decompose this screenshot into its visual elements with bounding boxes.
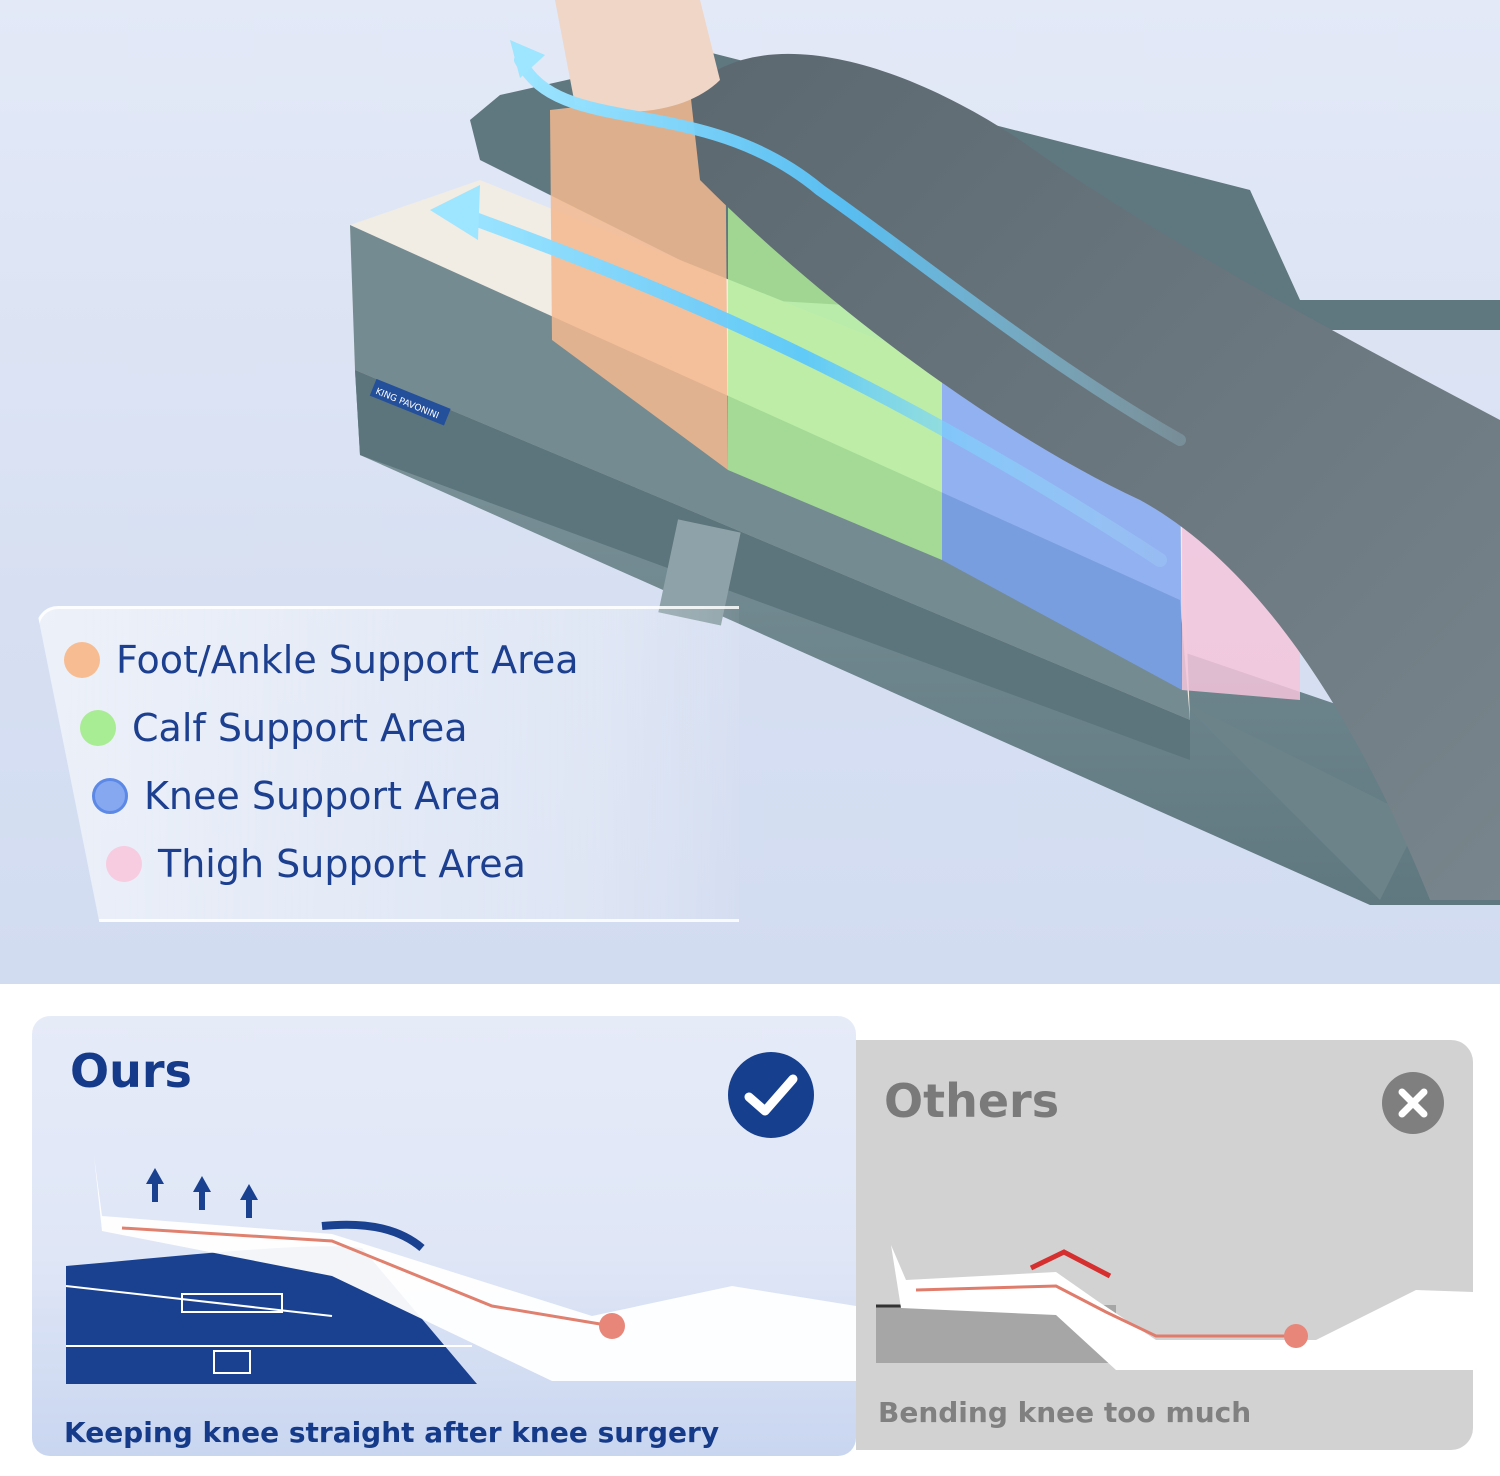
others-title: Others (884, 1074, 1060, 1128)
legend-label: Calf Support Area (132, 706, 468, 750)
ours-caption: Keeping knee straight after knee surgery (64, 1416, 720, 1449)
arrow-head-icon-upper (510, 40, 545, 78)
velcro-strap (658, 519, 741, 626)
ours-card: Ours Keeping knee straight after knee su… (32, 1016, 856, 1456)
foot (555, 0, 720, 112)
legend-label: Knee Support Area (144, 774, 502, 818)
product-hero: KING PAVONINI Foot/Ankle Support Area Ca… (0, 0, 1500, 984)
pillow-illustration: KING PAVONINI (350, 0, 1500, 905)
check-icon (728, 1052, 814, 1138)
comparison-section: Others Bending knee too much Ours (0, 984, 1500, 1476)
up-arrows-icon (146, 1168, 258, 1218)
others-caption: Bending knee too much (878, 1396, 1252, 1429)
legend-item-foot: Foot/Ankle Support Area (64, 638, 579, 682)
arrow-head-icon (430, 185, 480, 240)
ours-illustration (65, 1156, 856, 1384)
support-area-legend (36, 606, 739, 922)
others-card: Others Bending knee too much (856, 1040, 1473, 1450)
x-icon (1382, 1072, 1444, 1134)
legend-dot-pink (106, 846, 142, 882)
legend-dot-orange (64, 642, 100, 678)
airflow-line-upper (514, 54, 1186, 446)
ours-title: Ours (70, 1044, 192, 1098)
legend-dot-green (80, 710, 116, 746)
legend-dot-blue (92, 778, 128, 814)
airflow-line (443, 203, 1167, 567)
leg (690, 53, 1500, 901)
legend-label: Foot/Ankle Support Area (116, 638, 579, 682)
legend-item-knee: Knee Support Area (92, 774, 502, 818)
others-illustration (876, 1245, 1473, 1370)
legend-label: Thigh Support Area (158, 842, 526, 886)
legend-item-thigh: Thigh Support Area (106, 842, 526, 886)
legend-item-calf: Calf Support Area (80, 706, 468, 750)
